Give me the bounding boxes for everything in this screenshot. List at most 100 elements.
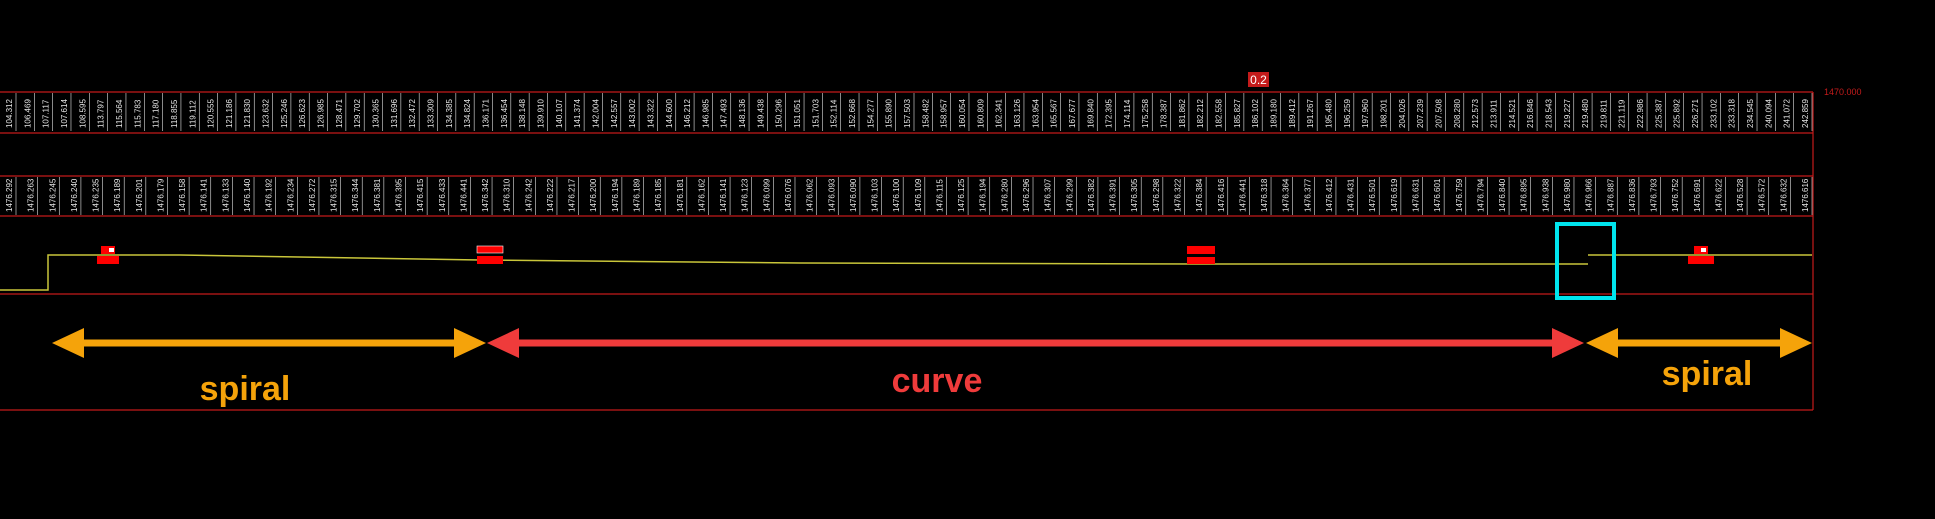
section-label-spiral-right: spiral <box>1662 355 1753 393</box>
station-label: 195.480 <box>1325 99 1334 128</box>
elevation-label: 1476.141 <box>719 178 728 212</box>
elevation-label: 1476.280 <box>1000 178 1009 212</box>
elevation-label: 1476.412 <box>1325 178 1334 212</box>
elevation-label: 1476.631 <box>1412 178 1421 212</box>
elevation-label: 1476.381 <box>373 178 382 212</box>
station-label: 189.412 <box>1288 99 1297 128</box>
station-label: 115.564 <box>115 99 124 128</box>
station-label: 126.623 <box>298 99 307 128</box>
elevation-label: 1476.192 <box>265 178 274 212</box>
elevation-label: 1476.263 <box>27 178 36 212</box>
elevation-label: 1476.292 <box>5 178 14 212</box>
elevation-label: 1476.980 <box>1563 178 1572 212</box>
spiral-arrow-left <box>52 328 486 358</box>
station-label: 119.112 <box>188 100 197 128</box>
elevation-label: 1476.572 <box>1758 178 1767 212</box>
station-label: 181.862 <box>1178 99 1187 128</box>
station-label: 197.960 <box>1361 99 1370 128</box>
elevation-label: 1476.433 <box>438 178 447 212</box>
elevation-label: 1476.759 <box>1455 178 1464 212</box>
station-label: 106.469 <box>23 99 32 128</box>
station-label: 144.600 <box>665 99 674 128</box>
elevation-label: 1476.416 <box>1217 178 1226 212</box>
grid-lines <box>0 91 1814 411</box>
station-label: 113.797 <box>97 99 106 128</box>
elevation-label: 1476.501 <box>1368 178 1377 212</box>
station-label: 139.910 <box>536 99 545 128</box>
station-label: 234.545 <box>1746 99 1755 128</box>
station-label: 107.117 <box>42 99 51 128</box>
station-label: 142.557 <box>610 99 619 128</box>
elevation-label: 1476.181 <box>676 178 685 212</box>
station-label: 218.543 <box>1544 99 1553 128</box>
badge-value: 0.2 <box>1250 73 1267 87</box>
elevation-label: 1476.242 <box>524 178 533 212</box>
station-label: 133.309 <box>427 99 436 128</box>
station-label: 129.702 <box>353 99 362 128</box>
station-label: 212.573 <box>1471 99 1480 128</box>
elevation-label: 1476.887 <box>1606 178 1615 212</box>
station-label: 219.227 <box>1563 99 1572 128</box>
station-label: 241.072 <box>1783 99 1792 128</box>
badge-box <box>1248 72 1269 87</box>
elevation-label: 1476.344 <box>351 178 360 212</box>
elevation-label: 1476.307 <box>1044 178 1053 212</box>
elevation-label: 1476.296 <box>1022 178 1031 212</box>
station-label: 143.002 <box>628 99 637 128</box>
spiral-arrow-right <box>1586 328 1812 358</box>
elevation-label: 1476.431 <box>1347 178 1356 212</box>
marker-4[interactable] <box>1688 246 1714 264</box>
elevation-label: 1476.141 <box>200 178 209 212</box>
elevation-label: 1476.895 <box>1520 178 1529 212</box>
station-label: 178.387 <box>1160 99 1169 128</box>
station-label: 118.855 <box>170 99 179 128</box>
elevation-label: 1476.836 <box>1628 178 1637 212</box>
station-label: 222.986 <box>1636 99 1645 128</box>
station-label: 198.201 <box>1379 99 1388 128</box>
elevation-label: 1476.200 <box>589 178 598 212</box>
station-label: 146.985 <box>701 99 710 128</box>
elevation-label: 1476.093 <box>827 178 836 212</box>
section-label-curve: curve <box>892 362 983 400</box>
station-label: 208.280 <box>1453 99 1462 128</box>
elevation-label: 1476.441 <box>459 178 468 212</box>
elevation-label: 1476.616 <box>1801 178 1810 212</box>
selection-highlight-box[interactable] <box>1555 222 1616 300</box>
station-label: 154.277 <box>866 99 875 128</box>
station-label: 132.472 <box>408 99 417 128</box>
station-label: 182.212 <box>1196 99 1205 128</box>
elevation-label: 1476.194 <box>979 178 988 212</box>
elevation-label: 1476.384 <box>1195 178 1204 212</box>
station-label: 141.374 <box>573 99 582 128</box>
elevation-label: 1476.601 <box>1433 178 1442 212</box>
elevation-label: 1476.240 <box>70 178 79 212</box>
station-label: 151.703 <box>811 99 820 128</box>
elevation-label: 1476.201 <box>135 178 144 212</box>
marker-1[interactable] <box>97 246 119 264</box>
elevation-label: 1476.125 <box>957 178 966 212</box>
elevation-label: 1476.062 <box>806 178 815 212</box>
station-label: 142.004 <box>591 99 600 128</box>
elevation-label: 1476.752 <box>1671 178 1680 212</box>
marker-2[interactable] <box>476 245 504 264</box>
elevation-label: 1476.179 <box>156 178 165 212</box>
station-label: 213.911 <box>1489 99 1498 128</box>
elevation-label: 1476.938 <box>1541 178 1550 212</box>
elevation-label: 1476.395 <box>394 178 403 212</box>
station-label: 163.954 <box>1031 99 1040 128</box>
station-label: 182.558 <box>1215 99 1224 128</box>
station-label: 174.114 <box>1123 99 1132 128</box>
station-label: 185.827 <box>1233 99 1242 128</box>
station-label: 126.985 <box>317 99 326 128</box>
station-label: 189.180 <box>1270 99 1279 128</box>
elevation-label: 1476.158 <box>178 178 187 212</box>
elevation-label: 1476.619 <box>1390 178 1399 212</box>
station-label: 214.521 <box>1508 99 1517 128</box>
station-label: 225.387 <box>1654 99 1663 128</box>
station-label: 169.840 <box>1086 99 1095 128</box>
marker-3[interactable] <box>1187 246 1215 264</box>
station-label: 221.119 <box>1618 99 1627 128</box>
elevation-label: 1476.109 <box>914 178 923 212</box>
